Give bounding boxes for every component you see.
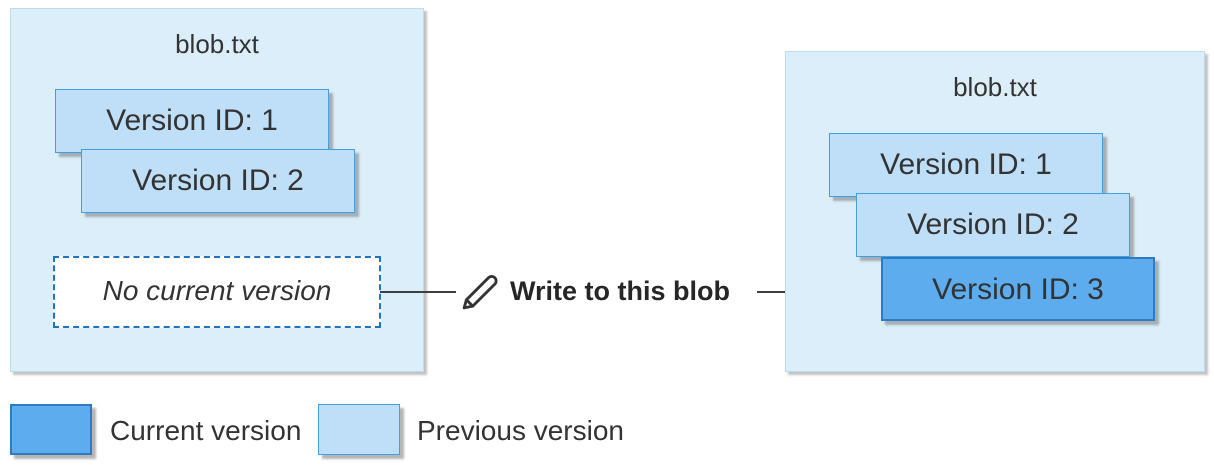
legend-label-current: Current version [110,415,302,446]
left-blob-container: blob.txt Version ID: 1 Version ID: 2 No … [10,8,424,372]
connector-line-left [380,291,456,293]
pencil-icon [458,268,504,314]
right-version-3-box: Version ID: 3 [881,257,1155,321]
legend-swatch-current [10,404,92,455]
left-blob-title: blob.txt [175,29,259,59]
right-blob-title: blob.txt [953,72,1037,102]
legend-swatch-previous [318,404,400,455]
write-action-label: Write to this blob [510,276,730,306]
legend-label-previous: Previous version [417,415,624,446]
no-current-version-box: No current version [53,256,381,328]
left-version-2-box: Version ID: 2 [81,149,355,213]
right-blob-container: blob.txt Version ID: 1 Version ID: 2 Ver… [785,51,1205,372]
right-version-1-box: Version ID: 1 [829,133,1103,197]
right-version-2-box: Version ID: 2 [856,193,1130,257]
left-version-1-box: Version ID: 1 [55,89,329,153]
